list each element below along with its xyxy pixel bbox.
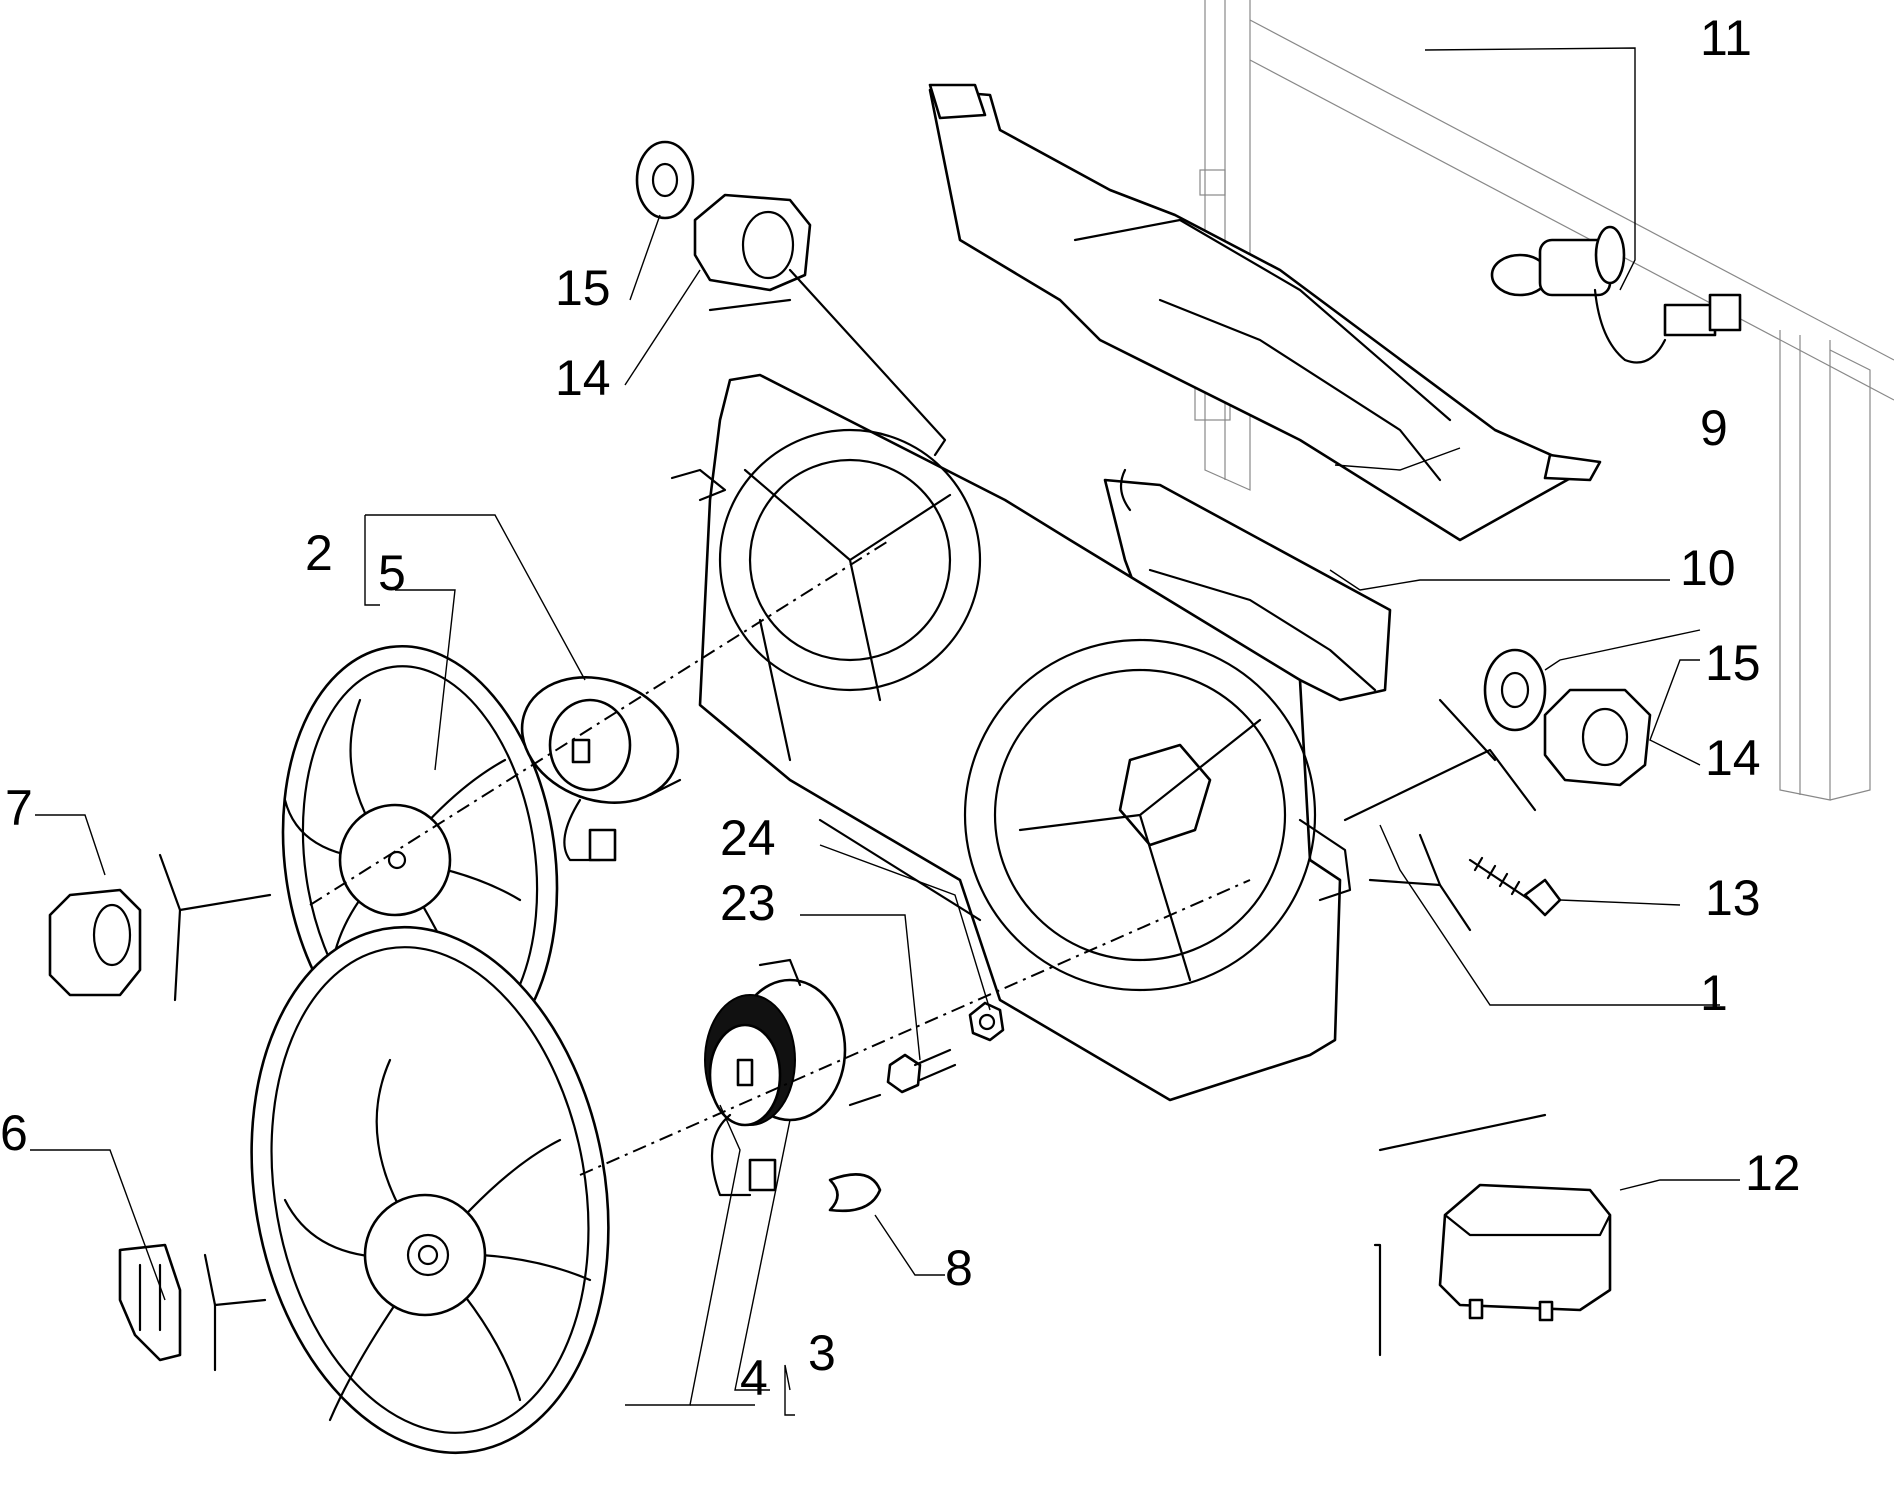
callout-7: 7 xyxy=(5,780,33,836)
callout-8: 8 xyxy=(945,1240,973,1296)
callout-10: 10 xyxy=(1680,540,1736,596)
air-deflector-part-9 xyxy=(928,83,1602,542)
reference-lines xyxy=(158,268,1537,1372)
axis-lower-fan xyxy=(579,879,1251,1176)
callout-15-top: 15 xyxy=(555,260,611,316)
callout-14-right: 14 xyxy=(1705,730,1761,786)
callout-11: 11 xyxy=(1700,10,1752,66)
callout-23: 23 xyxy=(720,875,776,931)
nut-part-7 xyxy=(48,888,142,997)
callout-labels: 1 2 3 4 5 6 7 8 9 10 11 12 13 14 14 15 1… xyxy=(0,10,1801,1406)
callout-2: 2 xyxy=(305,525,333,581)
callout-6: 6 xyxy=(0,1105,28,1161)
callout-12: 12 xyxy=(1745,1145,1801,1201)
callout-24: 24 xyxy=(720,810,776,866)
bolt-part-23 xyxy=(886,1048,957,1094)
callout-13: 13 xyxy=(1705,870,1761,926)
nut-part-14-right xyxy=(1543,688,1652,787)
clamp-part-8 xyxy=(828,1173,882,1213)
fan-shroud-part-1 xyxy=(670,373,1352,1102)
callout-9: 9 xyxy=(1700,400,1728,456)
callout-3: 3 xyxy=(808,1325,836,1381)
callout-4: 4 xyxy=(740,1350,768,1406)
callout-5: 5 xyxy=(378,545,406,601)
nut-part-14-top xyxy=(693,193,812,292)
screw-part-13 xyxy=(1468,856,1562,917)
temperature-switch-part-11 xyxy=(1490,225,1742,364)
callout-14-top: 14 xyxy=(555,350,611,406)
lower-fan-part-4 xyxy=(250,925,610,1455)
relay-part-12 xyxy=(1373,1113,1612,1357)
nut-part-24 xyxy=(968,1001,1005,1042)
clip-part-6 xyxy=(118,1243,182,1362)
callout-15-right: 15 xyxy=(1705,635,1761,691)
washer-part-15-top xyxy=(635,140,695,220)
upper-motor-part-2 xyxy=(520,676,682,862)
axis-upper-fan xyxy=(309,539,891,906)
lower-shroud-part-10 xyxy=(1103,468,1392,702)
callout-1: 1 xyxy=(1700,965,1728,1021)
leader-lines xyxy=(30,47,1740,1416)
lower-motor-part-3 xyxy=(704,958,882,1197)
radiator-outline xyxy=(1194,0,1894,801)
washer-part-15-right xyxy=(1483,648,1547,732)
